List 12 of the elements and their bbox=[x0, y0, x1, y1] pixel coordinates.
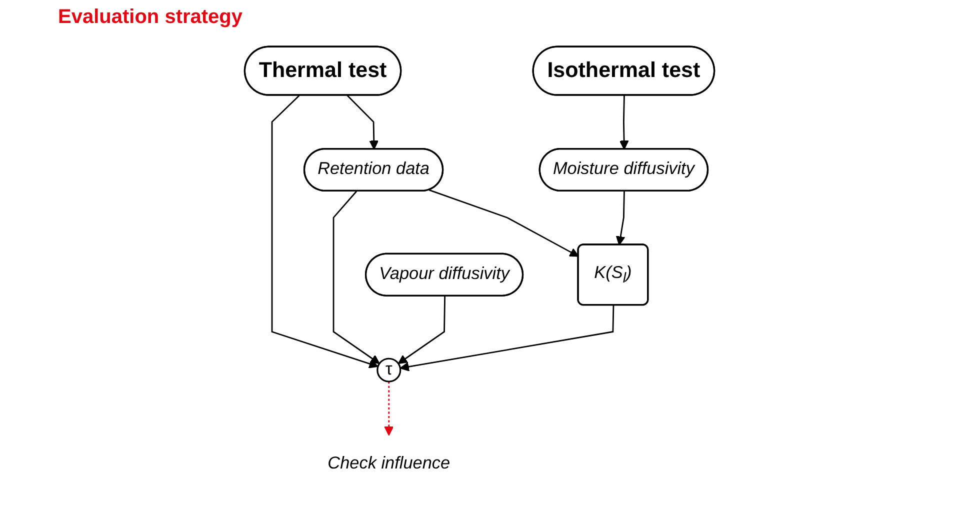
arrow bbox=[616, 191, 626, 246]
arrow bbox=[398, 296, 446, 364]
arrow bbox=[384, 382, 394, 436]
node-circle: τ bbox=[376, 358, 402, 382]
node-text: Check influence bbox=[328, 454, 450, 473]
arrow bbox=[619, 96, 629, 150]
arrow bbox=[271, 95, 378, 368]
arrow bbox=[346, 95, 379, 150]
arrow bbox=[429, 189, 579, 257]
diagram-title: Evaluation strategy bbox=[58, 6, 243, 29]
arrow bbox=[332, 190, 380, 364]
arrow bbox=[400, 305, 614, 372]
